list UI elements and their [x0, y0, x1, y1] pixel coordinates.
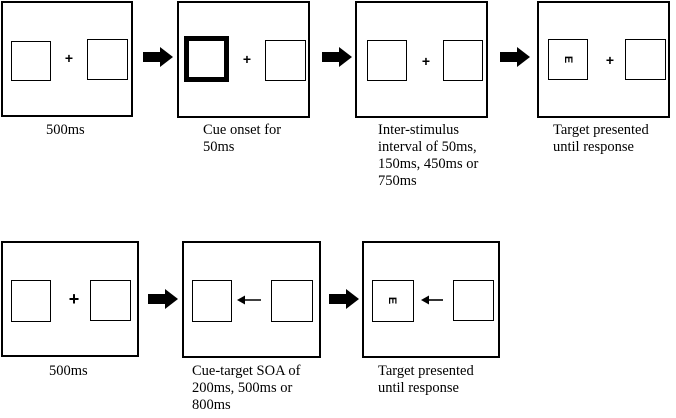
caption-row2-1: 500ms [49, 363, 88, 379]
left-arrow-cue-icon [421, 295, 443, 305]
right-placeholder-box [443, 40, 483, 81]
right-arrow-icon [322, 47, 352, 67]
caption-row2-2: Cue-target SOA of 200ms, 500ms or 800ms [192, 363, 301, 413]
fixation-cross: + [605, 52, 615, 68]
caption-row1-2: Cue onset for 50ms [203, 122, 282, 155]
fixation-cross: + [421, 53, 431, 69]
left-placeholder-box [192, 280, 232, 322]
left-placeholder-box: E [372, 280, 414, 322]
right-arrow-icon [148, 289, 178, 309]
row1-frame-4-target: E + [537, 1, 670, 118]
left-placeholder-box: E [548, 39, 588, 80]
right-placeholder-box [271, 280, 313, 322]
caption-row1-1: 500ms [46, 122, 85, 138]
row1-frame-2-cue: + [177, 1, 310, 118]
row2-frame-3-target: E [362, 241, 500, 358]
right-arrow-icon [143, 47, 173, 67]
right-placeholder-box [265, 40, 306, 81]
target-letter: E [562, 55, 575, 64]
target-letter: E [386, 296, 399, 305]
caption-row1-3: Inter-stimulus interval of 50ms, 150ms, … [378, 122, 479, 189]
right-placeholder-box [90, 280, 131, 321]
left-placeholder-box [11, 280, 51, 322]
left-placeholder-box [11, 41, 51, 81]
right-placeholder-box [625, 39, 666, 80]
right-arrow-icon [329, 289, 359, 309]
right-arrow-icon [500, 47, 530, 67]
fixation-cross: + [68, 289, 80, 309]
row2-frame-2-cue [182, 241, 321, 358]
row1-frame-3-isi: + [355, 1, 488, 118]
caption-row1-4: Target presented until response [553, 122, 649, 155]
cued-placeholder-box [184, 36, 229, 82]
row1-frame-1: + [1, 1, 133, 117]
left-arrow-cue-icon [237, 295, 261, 305]
fixation-cross: + [64, 50, 74, 66]
fixation-cross: + [242, 51, 252, 67]
row2-frame-1: + [1, 241, 139, 357]
right-placeholder-box [87, 39, 128, 80]
right-placeholder-box [453, 280, 494, 321]
left-placeholder-box [367, 40, 407, 81]
caption-row2-3: Target presented until response [378, 363, 474, 396]
